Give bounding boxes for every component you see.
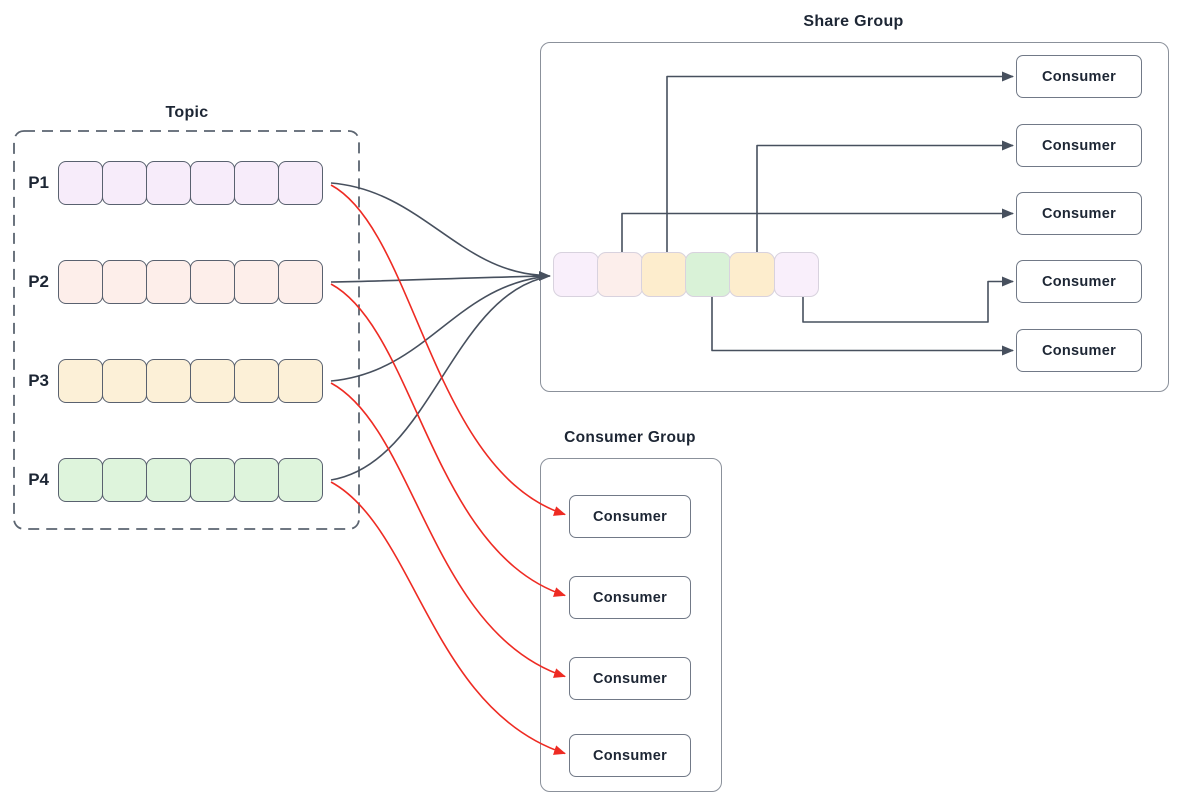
consumer-label: Consumer [1041,205,1117,222]
connector-p4-group-consumer4 [330,481,566,755]
partition-cell [278,260,324,304]
partition-row-p4: P4 [14,458,324,502]
consumer-label: Consumer [592,589,668,606]
partition-cell [58,161,104,205]
queue-cell [729,252,775,297]
partition-label: P1 [28,173,49,192]
partition-cell [278,359,324,403]
share-consumer-2: Consumer [1016,124,1142,167]
partition-label: P2 [28,272,49,291]
partition-row-p1: P1 [14,161,324,205]
partition-cell [234,458,280,502]
connector-p2-group-consumer2 [330,283,566,597]
partition-cells [58,458,324,502]
share-consumer-3: Consumer [1016,192,1142,235]
queue-cell [773,252,820,297]
partition-cells [58,359,324,403]
consumer-label: Consumer [1041,273,1117,290]
share-consumer-4: Consumer [1016,260,1142,303]
group-consumer-1: Consumer [569,495,691,538]
partition-cell [102,260,148,304]
connector-p2-queue [330,275,541,283]
consumer-label: Consumer [592,747,668,764]
partition-cell [146,161,192,205]
partition-cell [190,458,236,502]
group-consumer-3: Consumer [569,657,691,700]
partition-cell [146,359,192,403]
partition-row-p3: P3 [14,359,324,403]
partition-cell [190,260,236,304]
connector-p3-queue [330,276,541,382]
queue-cell [553,252,599,297]
share-consumer-5: Consumer [1016,329,1142,372]
partition-cell [58,260,104,304]
share-group-title: Share Group [803,13,904,30]
consumer-group-title: Consumer Group [564,429,696,446]
consumer-label: Consumer [1041,137,1117,154]
share-group-queue [553,252,820,297]
partition-cell [190,161,236,205]
queue-cell [641,252,687,297]
partition-cell [234,359,280,403]
queue-cell [597,252,643,297]
consumer-label: Consumer [1041,342,1117,359]
partition-cell [190,359,236,403]
group-consumer-2: Consumer [569,576,691,619]
connector-p1-queue [330,182,541,276]
partition-cell [58,359,104,403]
queue-cell [685,252,731,297]
partition-cell [278,161,324,205]
consumer-label: Consumer [592,670,668,687]
partition-cell [58,458,104,502]
partition-cell [146,260,192,304]
partition-label: P4 [28,470,49,489]
topic-title: Topic [165,104,209,121]
partition-cell [278,458,324,502]
partition-cell [102,458,148,502]
partition-row-p2: P2 [14,260,324,304]
partition-label: P3 [28,371,49,390]
partition-cell [234,260,280,304]
partition-cell [102,359,148,403]
partition-cells [58,161,324,205]
partition-cell [146,458,192,502]
connector-p3-group-consumer3 [330,382,566,678]
consumer-label: Consumer [1041,68,1117,85]
partition-cell [234,161,280,205]
connector-p4-queue [330,277,541,481]
connector-p1-group-consumer1 [330,184,566,516]
partition-cell [102,161,148,205]
partition-cells [58,260,324,304]
share-consumer-1: Consumer [1016,55,1142,98]
group-consumer-4: Consumer [569,734,691,777]
consumer-label: Consumer [592,508,668,525]
